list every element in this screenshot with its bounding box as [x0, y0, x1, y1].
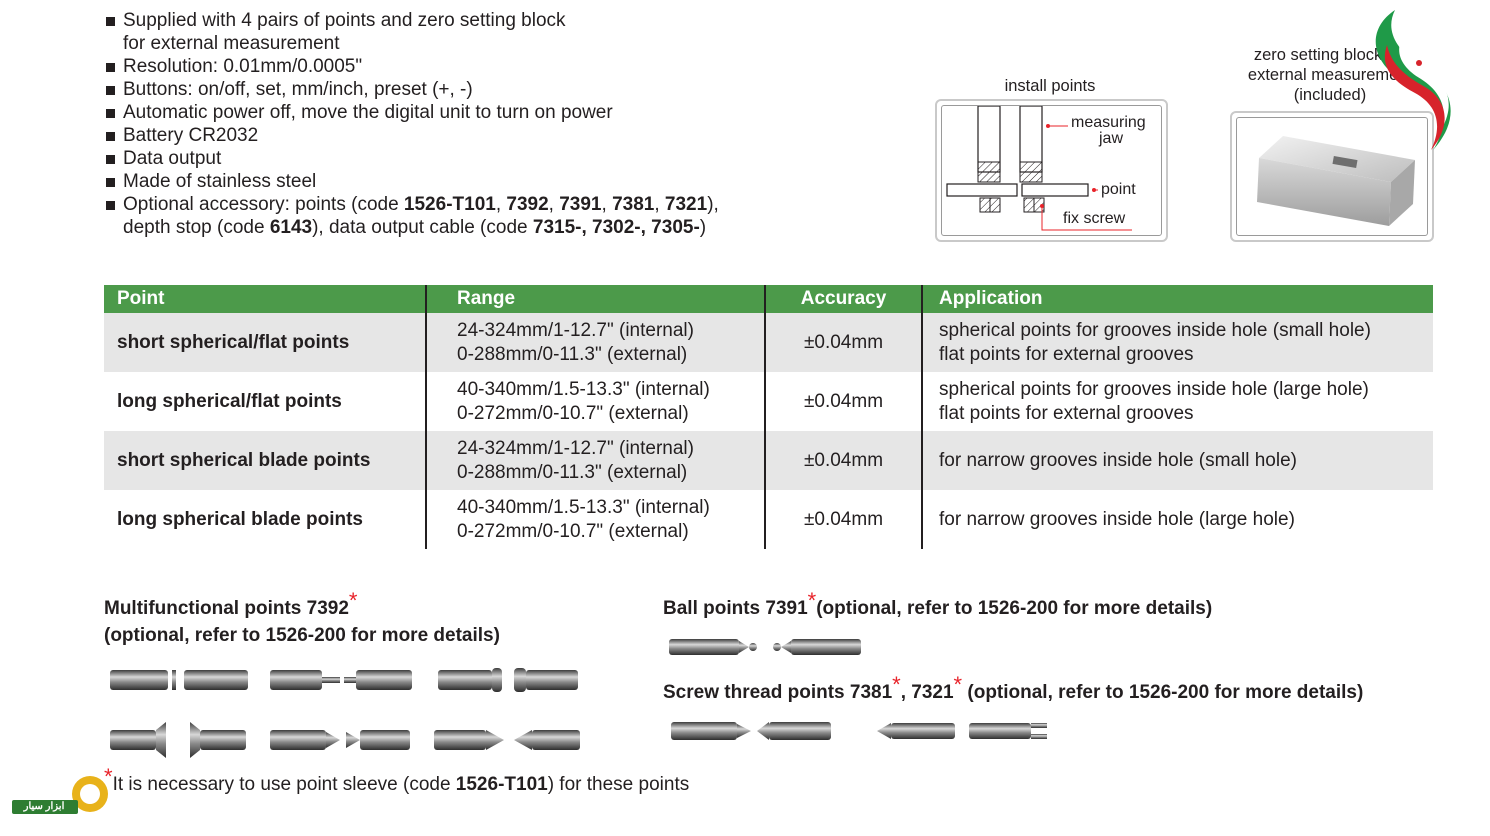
flag-ribbon-icon — [1375, 10, 1451, 150]
cell-range: 24-324mm/1-12.7" (internal)0-288mm/0-11.… — [426, 313, 766, 372]
feature-item: Data output — [104, 147, 804, 170]
multi-points-title: Multifunctional points 7392* — [104, 588, 358, 620]
zero-block-figure — [1230, 111, 1434, 242]
zero-block-caption: zero setting block for external measurem… — [1247, 46, 1413, 104]
install-points-figure: measuring jaw point fix screw — [935, 99, 1168, 242]
feature-item: Automatic power off, move the digital un… — [104, 101, 804, 124]
header-point: Point — [104, 285, 427, 313]
logo-icon — [12, 776, 108, 814]
zero-block-drawing — [1257, 136, 1415, 226]
multi-points-subtitle: (optional, refer to 1526-200 for more de… — [104, 625, 500, 646]
header-accuracy: Accuracy — [765, 285, 923, 313]
feature-item: Supplied with 4 pairs of points and zero… — [104, 9, 804, 32]
feature-item: Made of stainless steel — [104, 170, 804, 193]
feature-item: depth stop (code 6143), data output cabl… — [123, 217, 707, 238]
cell-accuracy: ±0.04mm — [765, 313, 923, 372]
sleeve-note: *It is necessary to use point sleeve (co… — [104, 764, 690, 796]
label-jaw: jaw — [1099, 130, 1124, 147]
header-application: Application — [922, 285, 1433, 313]
install-points-drawing — [946, 106, 1132, 231]
cell-accuracy: ±0.04mm — [765, 490, 923, 549]
spec-table: Point Range Accuracy Application short s… — [104, 285, 1433, 549]
cell-application: spherical points for grooves inside hole… — [922, 313, 1433, 372]
cell-range: 24-324mm/1-12.7" (internal)0-288mm/0-11.… — [426, 431, 766, 490]
feature-list: Supplied with 4 pairs of points and zero… — [104, 9, 804, 239]
screw-points-title: Screw thread points 7381*, 7321* (option… — [663, 672, 1364, 704]
label-fix-screw: fix screw — [1063, 210, 1126, 227]
header-range: Range — [426, 285, 766, 313]
feature-item: Resolution: 0.01mm/0.0005" — [104, 55, 804, 78]
screw-thread-points-image — [671, 722, 1047, 740]
ball-points-image — [669, 639, 861, 655]
feature-item: Battery CR2032 — [104, 124, 804, 147]
feature-item: Buttons: on/off, set, mm/inch, preset (+… — [104, 78, 804, 101]
feature-item: for external measurement — [123, 33, 340, 54]
table-header-row: Point Range Accuracy Application — [104, 285, 1433, 313]
cell-application: spherical points for grooves inside hole… — [922, 372, 1433, 431]
cell-point: short spherical/flat points — [104, 313, 427, 372]
cell-application: for narrow grooves inside hole (small ho… — [922, 431, 1433, 490]
cell-application: for narrow grooves inside hole (large ho… — [922, 490, 1433, 549]
install-points-caption: install points — [1004, 77, 1096, 95]
multifunctional-points-image — [110, 668, 580, 758]
cell-point: long spherical/flat points — [104, 372, 427, 431]
cell-point: short spherical blade points — [104, 431, 427, 490]
ball-points-title: Ball points 7391*(optional, refer to 152… — [663, 588, 1213, 620]
cell-accuracy: ±0.04mm — [765, 431, 923, 490]
cell-accuracy: ±0.04mm — [765, 372, 923, 431]
logo-text: ابزار سیار — [23, 801, 65, 812]
label-measuring: measuring — [1071, 114, 1146, 131]
cell-range: 40-340mm/1.5-13.3" (internal)0-272mm/0-1… — [426, 490, 766, 549]
cell-range: 40-340mm/1.5-13.3" (internal)0-272mm/0-1… — [426, 372, 766, 431]
cell-point: long spherical blade points — [104, 490, 427, 549]
feature-item: Optional accessory: points (code 1526-T1… — [104, 193, 804, 216]
label-point: point — [1101, 181, 1136, 198]
